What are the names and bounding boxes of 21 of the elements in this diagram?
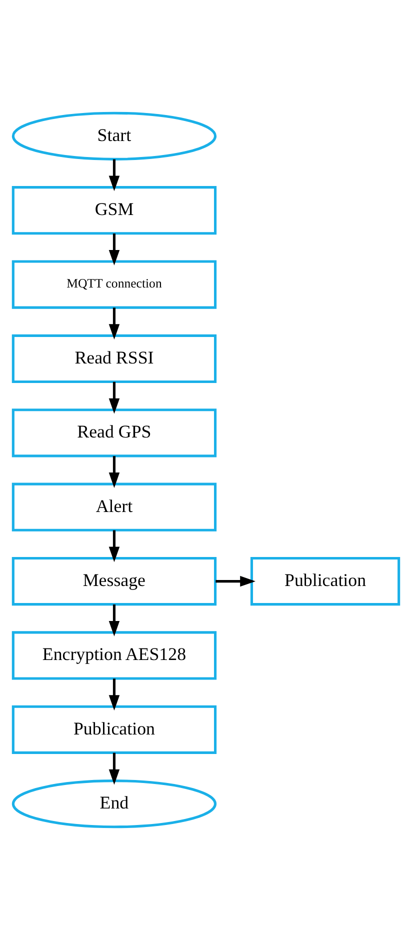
arrow	[108, 382, 120, 414]
arrow	[108, 456, 120, 488]
node-box: MQTT connection	[12, 260, 217, 309]
node-box: Encryption AES128	[12, 631, 217, 680]
node-box: Read GPS	[12, 408, 217, 458]
arrow	[108, 752, 120, 785]
node-ellipse: Start	[12, 112, 217, 160]
node-box: Message	[12, 556, 217, 606]
node-box: GSM	[12, 186, 217, 235]
arrow	[108, 530, 120, 562]
arrow	[108, 234, 120, 266]
arrow	[216, 576, 256, 587]
node-box: Publication	[250, 556, 400, 606]
arrow	[108, 159, 120, 192]
node-box: Alert	[12, 482, 217, 532]
arrow	[108, 308, 120, 340]
node-box: Publication	[12, 705, 217, 754]
node-ellipse: End	[12, 780, 217, 828]
arrow	[108, 604, 120, 636]
arrow	[108, 678, 120, 711]
node-box: Read RSSI	[12, 334, 217, 384]
